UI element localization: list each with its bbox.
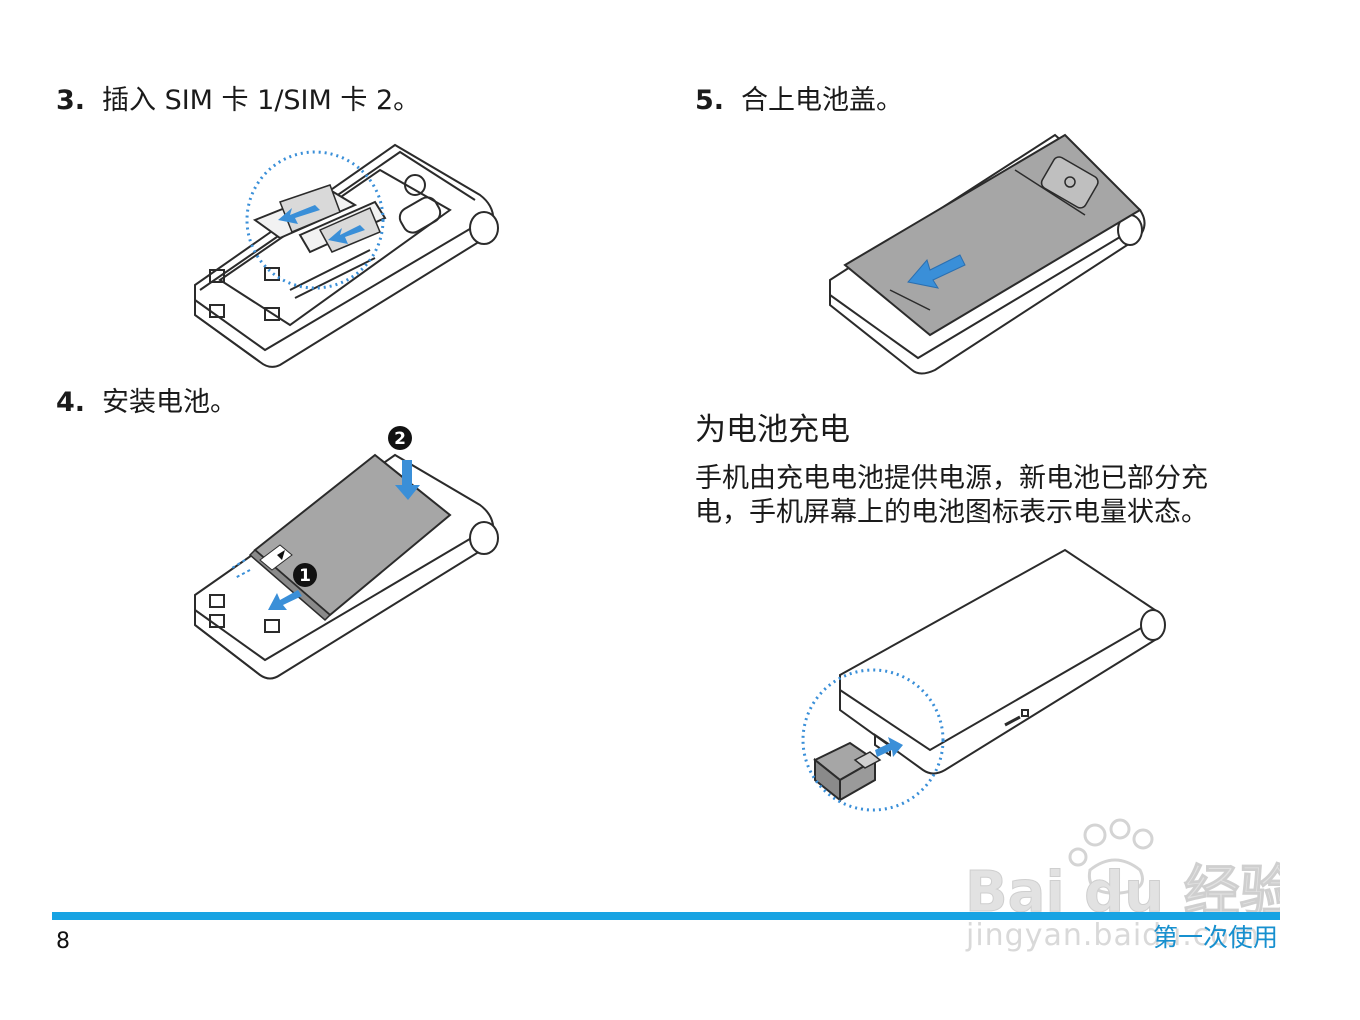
section-heading: 为电池充电 — [695, 412, 850, 448]
callout-1-badge — [293, 563, 317, 587]
watermark-url: jingyan.baidu.com — [966, 918, 1260, 953]
callout-2-badge — [388, 426, 412, 450]
battery-cover-close-illustration — [829, 133, 1146, 375]
callout-2-label: 2 — [394, 429, 406, 449]
step-5-text: 合上电池盖。 — [741, 85, 903, 116]
sim-card-insert-illustration — [194, 143, 499, 368]
baidu-jingyan-watermark: Bai du 经验 — [965, 818, 1280, 920]
step-4-number: 4. — [56, 387, 86, 418]
footer-rule — [52, 912, 1280, 920]
paragraph-line-1: 手机由充电电池提供电源，新电池已部分充 — [695, 463, 1208, 494]
paragraph-line-2: 电，手机屏幕上的电池图标表示电量状态。 — [695, 497, 1208, 528]
step-5: 5. 合上电池盖。 — [695, 84, 903, 118]
battery-install-illustration: 1 2 — [194, 426, 499, 680]
step-4: 4. 安装电池。 — [56, 386, 237, 420]
callout-1-label: 1 — [299, 566, 311, 586]
step-3: 3. 插入 SIM 卡 1/SIM 卡 2。 — [56, 84, 420, 118]
step-5-number: 5. — [695, 85, 725, 116]
step-3-text: 插入 SIM 卡 1/SIM 卡 2。 — [102, 85, 421, 116]
section-paragraph: 手机由充电电池提供电源，新电池已部分充 电，手机屏幕上的电池图标表示电量状态。 — [695, 462, 1295, 530]
step-3-number: 3. — [56, 85, 86, 116]
charging-illustration — [801, 548, 1166, 812]
step-4-text: 安装电池。 — [102, 387, 237, 418]
watermark-logo-text: Bai du 经验 — [965, 860, 1280, 920]
page-number: 8 — [56, 929, 70, 954]
footer-section-title: 第一次使用 — [1152, 923, 1278, 952]
